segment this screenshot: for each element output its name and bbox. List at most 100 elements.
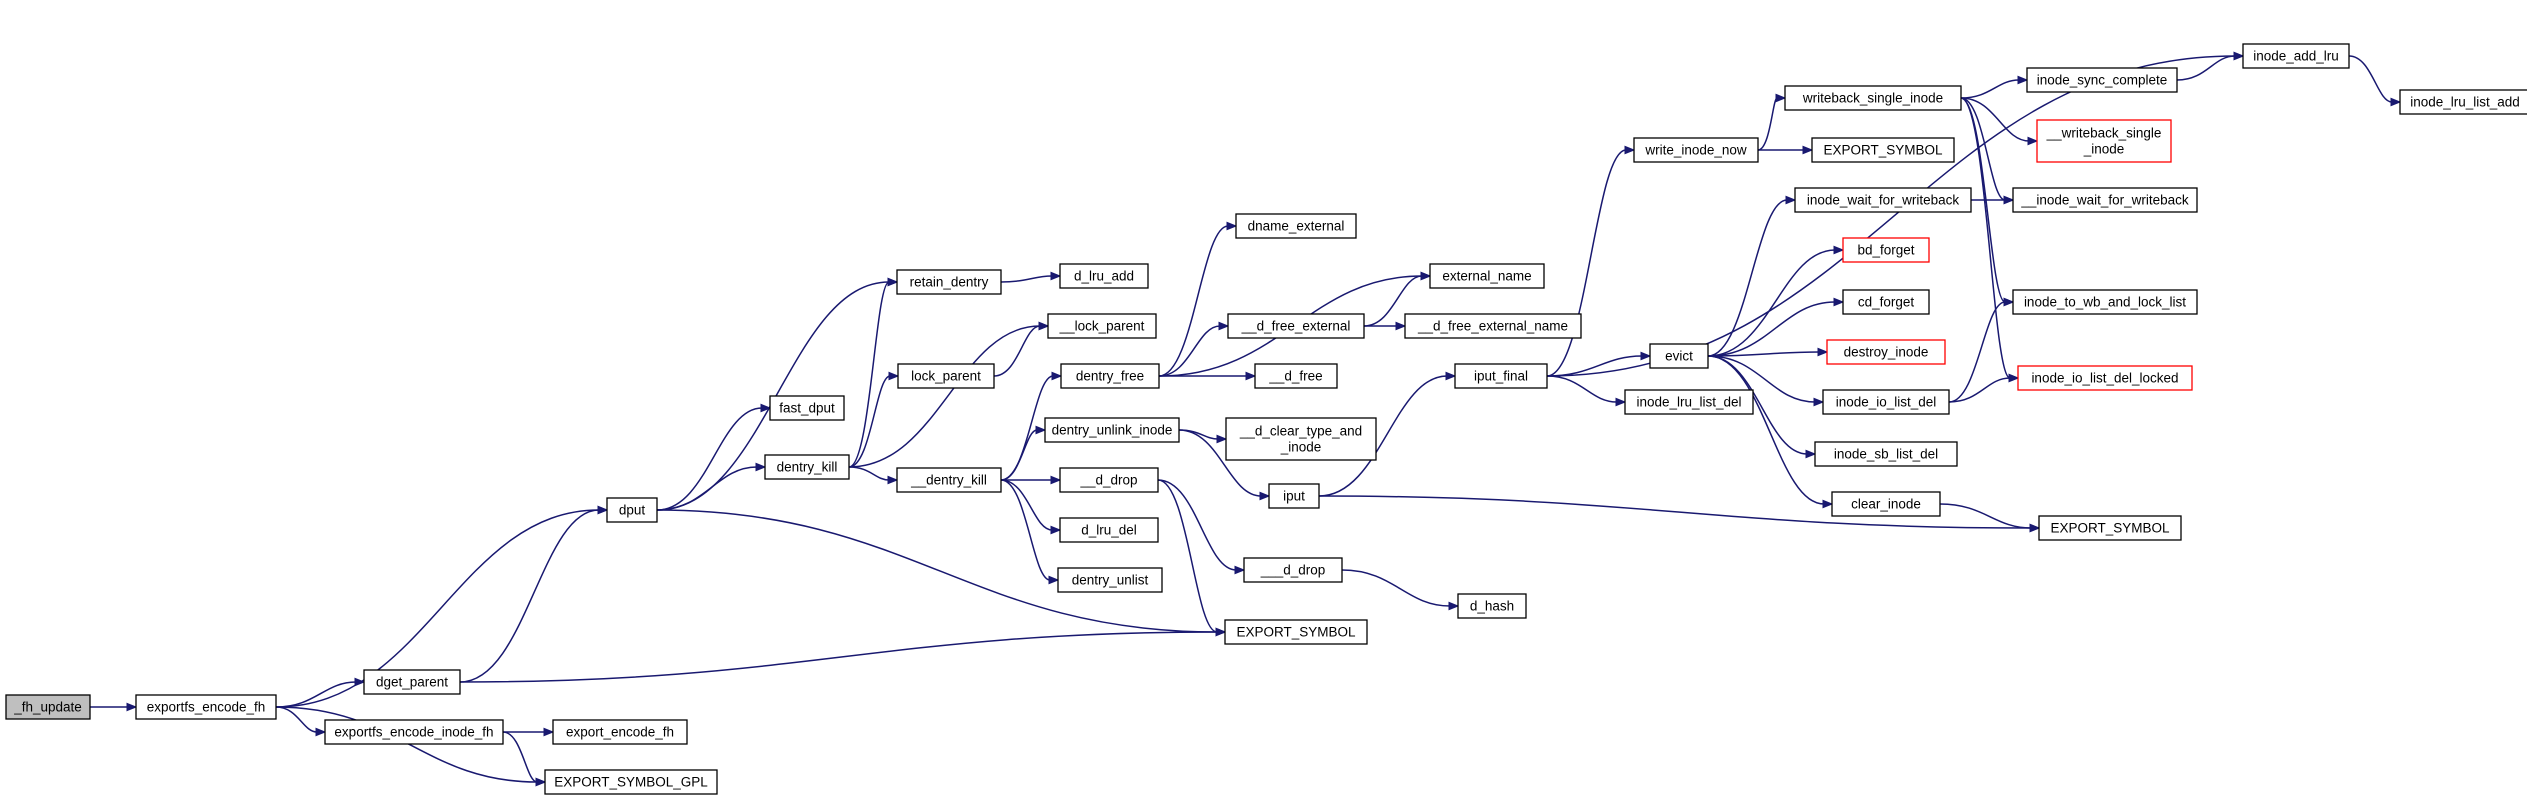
edge-arrowhead bbox=[1048, 575, 1060, 585]
edge-evict-to-destroy_inode bbox=[1707, 347, 1829, 357]
edge-line bbox=[1000, 429, 1038, 481]
node-label: inode_wait_for_writeback bbox=[1807, 193, 1960, 208]
node-exportfs-encode-fh[interactable]: exportfs_encode_fh bbox=[135, 694, 277, 720]
node-d-lru-add[interactable]: d_lru_add bbox=[1059, 263, 1149, 289]
edge-arrowhead bbox=[887, 475, 899, 485]
edge-arrowhead bbox=[1817, 347, 1829, 357]
node-d-lru-del[interactable]: d_lru_del bbox=[1059, 517, 1159, 543]
node-inode-sync-complete[interactable]: inode_sync_complete bbox=[2026, 67, 2178, 93]
node-writeback-single-inode[interactable]: writeback_single_inode bbox=[1784, 85, 1962, 111]
node-box bbox=[1235, 213, 1357, 239]
node-inode-wait-for-writeback[interactable]: inode_wait_for_writeback bbox=[1794, 187, 1972, 213]
node-d-free[interactable]: __d_free bbox=[1254, 363, 1338, 389]
node-box bbox=[1059, 263, 1149, 289]
node-inode-sb-list-del[interactable]: inode_sb_list_del bbox=[1814, 441, 1958, 467]
node-label: inode_add_lru bbox=[2253, 49, 2339, 64]
node-box bbox=[1454, 363, 1548, 389]
node-label: _fh_update bbox=[13, 700, 82, 715]
node-destroy-inode[interactable]: destroy_inode bbox=[1826, 339, 1946, 365]
node-d-free-external[interactable]: __d_free_external bbox=[1227, 313, 1365, 339]
edge-line bbox=[656, 509, 1218, 633]
node-EXPORT-SYMBOL-top[interactable]: EXPORT_SYMBOL bbox=[1811, 137, 1955, 163]
function-nodes: _fh_update exportfs_encode_fh dput dget_par… bbox=[5, 43, 2527, 795]
node-EXPORT-SYMBOL-mid[interactable]: EXPORT_SYMBOL bbox=[1224, 619, 1368, 645]
node-EXPORT-SYMBOL-right[interactable]: EXPORT_SYMBOL bbox=[2038, 515, 2182, 541]
node-clear-inode[interactable]: clear_inode bbox=[1831, 491, 1941, 517]
node-box bbox=[2399, 89, 2527, 115]
edge-lock_parent-to-__lock_parent bbox=[993, 321, 1050, 377]
node-inode-io-list-del[interactable]: inode_io_list_del bbox=[1822, 389, 1950, 415]
node-inode-io-list-del-locked[interactable]: inode_io_list_del_locked bbox=[2017, 365, 2193, 391]
edge-line bbox=[1960, 79, 2020, 99]
edge-line bbox=[1757, 97, 1778, 151]
node-dget-parent[interactable]: dget_parent bbox=[363, 669, 461, 695]
edge-arrowhead bbox=[1785, 195, 1797, 205]
edge-line bbox=[459, 631, 1218, 683]
node-export-encode-fh[interactable]: export_encode_fh bbox=[552, 719, 688, 745]
node-dentry-unlink-inode[interactable]: dentry_unlink_inode bbox=[1044, 417, 1180, 443]
node-d-clear-type-and-inode[interactable]: __d_clear_type_and_inode bbox=[1225, 417, 1377, 461]
node-box bbox=[896, 269, 1002, 295]
edge-line bbox=[502, 731, 538, 783]
node-lock-parent[interactable]: __lock_parent bbox=[1047, 313, 1157, 339]
node-write-inode-now[interactable]: write_inode_now bbox=[1633, 137, 1759, 163]
edge-arrowhead bbox=[1216, 434, 1228, 444]
node-fh-update[interactable]: _fh_update bbox=[5, 694, 91, 720]
edge-arrowhead bbox=[888, 371, 900, 381]
edge-__d_free_external-to-external_name bbox=[1363, 271, 1432, 327]
node-d-drop[interactable]: ___d_drop bbox=[1243, 557, 1343, 583]
node-inode-lru-list-add[interactable]: inode_lru_list_add bbox=[2399, 89, 2527, 115]
node-dput[interactable]: dput bbox=[606, 497, 658, 523]
node-label: clear_inode bbox=[1851, 497, 1921, 512]
edge-line bbox=[848, 375, 891, 468]
edge-arrowhead bbox=[535, 777, 547, 787]
node-box bbox=[2017, 365, 2193, 391]
node-box bbox=[1057, 567, 1163, 593]
node-exportfs-encode-inode-fh[interactable]: exportfs_encode_inode_fh bbox=[324, 719, 504, 745]
node-inode-add-lru[interactable]: inode_add_lru bbox=[2242, 43, 2350, 69]
node-writeback-single-inode[interactable]: __writeback_single_inode bbox=[2036, 119, 2172, 163]
node-box bbox=[544, 769, 718, 795]
edge-__dentry_kill-to-__d_drop bbox=[1001, 475, 1062, 485]
node-iput-final[interactable]: iput_final bbox=[1454, 363, 1548, 389]
edge-dentry_kill-to-retain_dentry bbox=[848, 277, 899, 468]
node-iput[interactable]: iput bbox=[1268, 483, 1320, 509]
node-external-name[interactable]: external_name bbox=[1429, 263, 1545, 289]
node-bd-forget[interactable]: bd_forget bbox=[1842, 237, 1930, 263]
edge-arrowhead bbox=[1802, 145, 1814, 155]
node-lock-parent[interactable]: lock_parent bbox=[897, 363, 995, 389]
node-d-drop[interactable]: __d_drop bbox=[1059, 467, 1159, 493]
node-inode-to-wb-and-lock-list[interactable]: inode_to_wb_and_lock_list bbox=[2012, 289, 2198, 315]
edge-arrowhead bbox=[1234, 565, 1246, 575]
node-retain-dentry[interactable]: retain_dentry bbox=[896, 269, 1002, 295]
edge-arrowhead bbox=[1420, 271, 1432, 281]
node-d-free-external-name[interactable]: __d_free_external_name bbox=[1404, 313, 1582, 339]
node-dentry-free[interactable]: dentry_free bbox=[1060, 363, 1160, 389]
edge-arrowhead bbox=[1215, 627, 1227, 637]
node-dentry-unlist[interactable]: dentry_unlist bbox=[1057, 567, 1163, 593]
edge-dput-to-dentry_kill bbox=[656, 462, 767, 511]
edge-dentry_kill-to-lock_parent bbox=[848, 371, 900, 468]
node-fast-dput[interactable]: fast_dput bbox=[769, 395, 845, 421]
node-evict[interactable]: evict bbox=[1649, 343, 1709, 369]
node-dentry-kill[interactable]: __dentry_kill bbox=[896, 467, 1002, 493]
edge-arrowhead bbox=[1813, 397, 1825, 407]
node-box bbox=[363, 669, 461, 695]
edge-line bbox=[1178, 429, 1219, 440]
edge-dentry_free-to-__d_free bbox=[1159, 371, 1257, 381]
edge-inode_wait_for_writeback-to-__inode_wait_for_writeback bbox=[1971, 195, 2015, 205]
edge-line bbox=[1707, 355, 1816, 403]
node-cd-forget[interactable]: cd_forget bbox=[1842, 289, 1930, 315]
edge-arrowhead bbox=[887, 277, 899, 287]
edge-arrowhead bbox=[1035, 425, 1047, 435]
node-dname-external[interactable]: dname_external bbox=[1235, 213, 1357, 239]
node-label: inode_sync_complete bbox=[2037, 73, 2168, 88]
node-box bbox=[135, 694, 277, 720]
edge-arrowhead bbox=[543, 727, 555, 737]
node-inode-wait-for-writeback[interactable]: __inode_wait_for_writeback bbox=[2012, 187, 2198, 213]
node-inode-lru-list-del[interactable]: inode_lru_list_del bbox=[1624, 389, 1754, 415]
node-d-hash[interactable]: d_hash bbox=[1457, 593, 1527, 619]
node-EXPORT-SYMBOL-GPL[interactable]: EXPORT_SYMBOL_GPL bbox=[544, 769, 718, 795]
edge-arrowhead bbox=[1805, 449, 1817, 459]
node-dentry-kill[interactable]: dentry_kill bbox=[764, 454, 850, 480]
